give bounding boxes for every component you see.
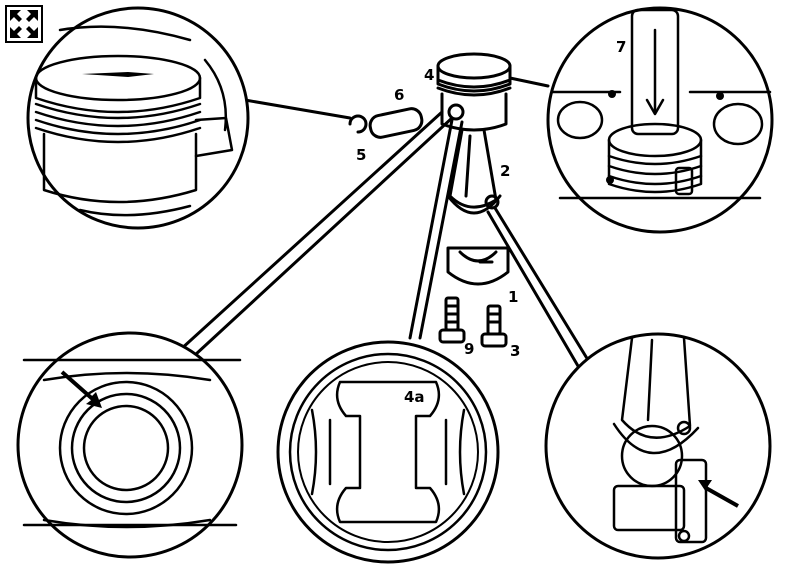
label-piston: 4 bbox=[424, 66, 434, 84]
exploded-parts-group bbox=[348, 52, 512, 348]
cap-bolt-left bbox=[438, 296, 466, 344]
label-connecting-rod: 2 bbox=[500, 162, 510, 180]
label-piston-pin: 6 bbox=[394, 86, 404, 104]
leader-lines bbox=[178, 76, 590, 368]
detail-circle-piston-installation bbox=[546, 6, 774, 234]
label-bearing-shell: 4a bbox=[404, 388, 425, 406]
detail-circle-circlip-groove bbox=[16, 331, 244, 559]
detail-circle-piston-rings bbox=[26, 6, 250, 230]
piston bbox=[436, 52, 512, 132]
piston-pin bbox=[368, 107, 424, 139]
circlip bbox=[348, 114, 368, 134]
label-rod-cap: 1 bbox=[508, 288, 518, 306]
label-circlip: 5 bbox=[356, 146, 366, 164]
label-bolt-right: 3 bbox=[510, 342, 520, 360]
detail-circle-rod-cap-marking bbox=[544, 332, 772, 560]
label-bolt-left: 9 bbox=[464, 340, 474, 358]
label-drift-tool: 7 bbox=[616, 38, 626, 56]
detail-circle-bearing-shell bbox=[276, 340, 500, 564]
cap-bolt-right bbox=[480, 304, 508, 348]
rod-cap bbox=[446, 246, 510, 286]
connecting-rod bbox=[446, 128, 502, 215]
expand-corners-icon[interactable] bbox=[5, 5, 43, 43]
